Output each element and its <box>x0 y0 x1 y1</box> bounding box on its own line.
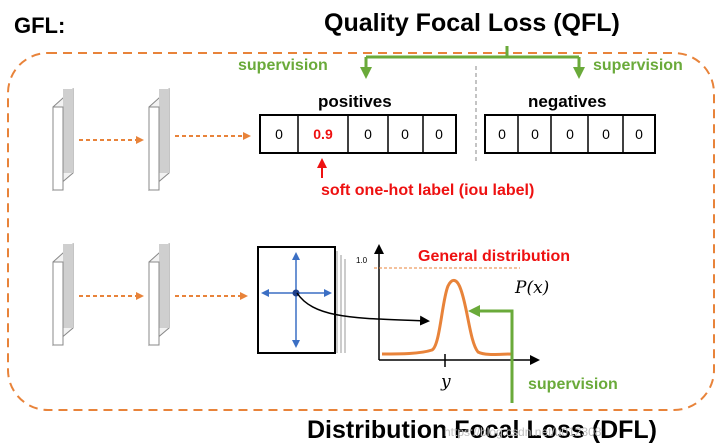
distribution-plot: 1.0 y P(x) <box>356 244 549 392</box>
supervision-left-label: supervision <box>238 57 328 74</box>
negatives-vector: 0 0 0 0 0 <box>484 114 656 154</box>
y-tick-label: 1.0 <box>356 256 368 265</box>
watermark: https://blog.csdn.net/u012308 <box>444 425 602 439</box>
neg-cell-1: 0 <box>531 126 539 142</box>
qfl-title: Quality Focal Loss (QFL) <box>324 9 620 37</box>
qfl-supervision-tree <box>360 46 585 79</box>
neg-cell-3: 0 <box>602 126 610 142</box>
pos-cell-3: 0 <box>401 126 409 142</box>
feature-map-2b <box>148 242 170 347</box>
px-label: P(x) <box>514 278 549 298</box>
feature-map-2a <box>52 242 74 347</box>
pos-cell-0: 0 <box>275 126 283 142</box>
soft-label-text: soft one-hot label (iou label) <box>321 182 534 199</box>
pos-cell-4: 0 <box>435 126 443 142</box>
general-distribution-label: General distribution <box>418 248 570 265</box>
mapping-arrow <box>296 292 430 326</box>
pos-cell-2: 0 <box>364 126 372 142</box>
feature-map-1a <box>52 87 74 192</box>
neg-cell-0: 0 <box>498 126 506 142</box>
positives-vector: 0 0.9 0 0 0 <box>259 114 457 154</box>
supervision-bottom-label: supervision <box>528 376 618 393</box>
pos-cell-1: 0.9 <box>313 126 333 142</box>
dashed-frame <box>7 52 715 411</box>
feature-map-1b <box>148 87 170 192</box>
negatives-label: negatives <box>528 92 606 111</box>
distribution-curve <box>381 279 513 356</box>
gfl-label: GFL: <box>14 13 65 38</box>
positives-label: positives <box>318 92 392 111</box>
dfl-supervision-line <box>468 305 514 403</box>
supervision-right-label: supervision <box>593 57 683 74</box>
dfl-title: Distribution Focal Loss (DFL) <box>307 416 657 444</box>
bounding-box-glyph <box>257 246 346 354</box>
y-label: y <box>440 372 451 392</box>
neg-cell-4: 0 <box>635 126 643 142</box>
neg-cell-2: 0 <box>566 126 574 142</box>
